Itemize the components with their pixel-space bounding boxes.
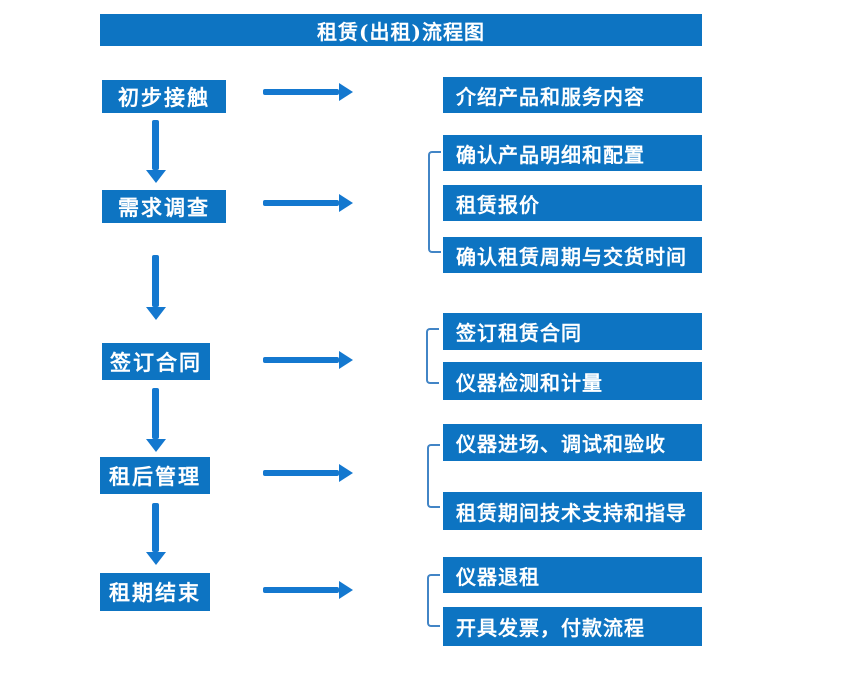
step-label: 租后管理 (109, 463, 201, 489)
step-box-initial-contact: 初步接触 (102, 80, 226, 113)
detail-box-invoice-payment: 开具发票，付款流程 (443, 607, 702, 646)
arrow-head-icon (339, 351, 353, 369)
step-box-sign-contract: 签订合同 (102, 343, 210, 380)
detail-box-instrument-setup-acceptance: 仪器进场、调试和验收 (443, 424, 702, 461)
detail-box-instrument-return: 仪器退租 (443, 557, 702, 593)
bracket-sign-contract-group (426, 328, 439, 384)
detail-label: 租赁期间技术支持和指导 (456, 500, 687, 525)
arrow-stem (152, 255, 159, 307)
detail-box-instrument-testing: 仪器检测和计量 (443, 362, 702, 400)
arrow-head-icon (339, 83, 353, 101)
arrow-head-icon (339, 581, 353, 599)
bracket-rental-end-group (427, 574, 440, 627)
arrow-head-icon (146, 552, 166, 565)
detail-box-sign-rental-contract: 签订租赁合同 (443, 313, 702, 350)
step-label: 需求调查 (118, 194, 210, 220)
step-box-rental-end: 租期结束 (100, 573, 210, 611)
detail-label: 仪器进场、调试和验收 (456, 432, 666, 456)
step-box-demand-survey: 需求调查 (102, 190, 226, 223)
arrow-head-icon (146, 439, 166, 452)
arrow-head-icon (339, 194, 353, 212)
bracket-post-rental-group (427, 444, 440, 508)
detail-label: 租赁报价 (456, 192, 540, 217)
detail-label: 确认产品明细和配置 (456, 142, 645, 167)
detail-label: 开具发票，付款流程 (456, 616, 645, 640)
arrow-stem (263, 200, 339, 206)
arrow-head-icon (146, 170, 166, 183)
arrow-stem (263, 89, 339, 95)
arrow-stem (263, 587, 339, 593)
arrow-stem (152, 503, 159, 552)
arrow-stem (152, 120, 159, 170)
step-label: 租期结束 (109, 580, 201, 605)
arrow-stem (263, 470, 339, 476)
title-bar: 租赁(出租)流程图 (100, 14, 702, 46)
arrow-stem (263, 357, 339, 363)
detail-label: 签订租赁合同 (456, 321, 582, 345)
detail-label: 介绍产品和服务内容 (456, 84, 645, 109)
detail-label: 仪器检测和计量 (456, 370, 603, 395)
step-box-post-rental-management: 租后管理 (100, 457, 210, 494)
bracket-demand-survey-group (428, 151, 441, 253)
arrow-head-icon (339, 464, 353, 482)
arrow-stem (152, 388, 159, 439)
flowchart-title: 租赁(出租)流程图 (317, 19, 485, 44)
detail-box-introduce-products: 介绍产品和服务内容 (443, 77, 702, 113)
detail-label: 仪器退租 (456, 564, 540, 589)
step-label: 签订合同 (110, 349, 202, 375)
detail-box-rental-quote: 租赁报价 (443, 185, 702, 221)
detail-label: 确认租赁周期与交货时间 (456, 244, 687, 269)
detail-box-confirm-period-delivery: 确认租赁周期与交货时间 (443, 237, 702, 273)
arrow-head-icon (146, 307, 166, 320)
detail-box-technical-support: 租赁期间技术支持和指导 (443, 492, 702, 530)
step-label: 初步接触 (118, 84, 210, 110)
detail-box-confirm-product-config: 确认产品明细和配置 (443, 135, 702, 171)
